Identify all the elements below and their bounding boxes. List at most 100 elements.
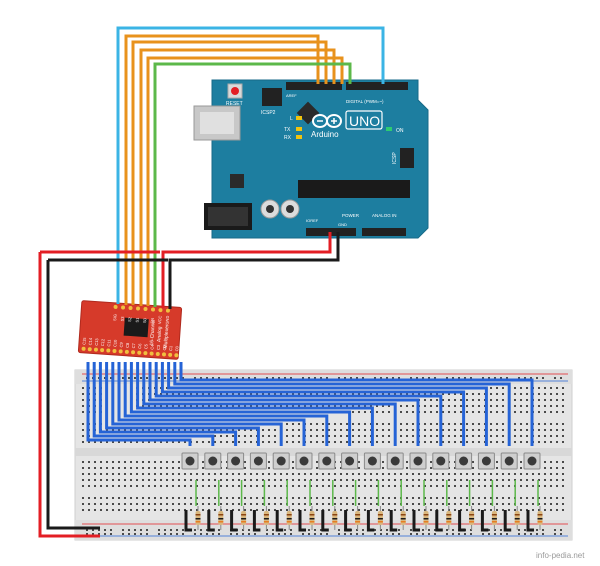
breadboard-hole [520, 461, 522, 463]
wire-s0 [146, 56, 344, 306]
breadboard-hole [178, 467, 180, 469]
digital-header-1 [286, 82, 342, 90]
wire-button-ground [344, 510, 352, 532]
mux-bottom-pin [149, 351, 154, 356]
breadboard-hole [298, 473, 300, 475]
breadboard-hole [442, 393, 444, 395]
breadboard-hole [194, 377, 196, 379]
breadboard-hole [556, 461, 558, 463]
breadboard-hole [412, 411, 414, 413]
breadboard-hole [508, 473, 510, 475]
breadboard-hole [314, 377, 316, 379]
breadboard-hole [340, 393, 342, 395]
breadboard-hole [490, 429, 492, 431]
breadboard-hole [544, 473, 546, 475]
breadboard-hole [412, 503, 414, 505]
breadboard-hole [82, 485, 84, 487]
breadboard-hole [556, 467, 558, 469]
breadboard-hole [430, 441, 432, 443]
breadboard-hole [464, 377, 466, 379]
breadboard-hole [436, 441, 438, 443]
breadboard-hole [556, 387, 558, 389]
breadboard-hole [382, 411, 384, 413]
breadboard-hole [82, 441, 84, 443]
breadboard-hole [448, 435, 450, 437]
breadboard-hole [190, 405, 192, 407]
breadboard-hole [130, 479, 132, 481]
breadboard-hole [550, 441, 552, 443]
breadboard-hole [82, 479, 84, 481]
breadboard-hole [538, 503, 540, 505]
breadboard-hole [226, 461, 228, 463]
breadboard-hole [496, 411, 498, 413]
breadboard-hole [280, 473, 282, 475]
breadboard-hole [136, 509, 138, 511]
breadboard-hole [448, 411, 450, 413]
breadboard-hole [496, 485, 498, 487]
wire-button-ground [366, 510, 375, 532]
breadboard-hole [514, 423, 516, 425]
breadboard-hole [304, 497, 306, 499]
breadboard-hole [466, 399, 468, 401]
breadboard-hole [302, 377, 304, 379]
breadboard-hole [448, 497, 450, 499]
breadboard-hole [380, 533, 382, 535]
breadboard-hole [448, 423, 450, 425]
breadboard-hole [502, 399, 504, 401]
breadboard-hole [238, 405, 240, 407]
breadboard-hole [136, 429, 138, 431]
breadboard-hole [502, 393, 504, 395]
breadboard-hole [418, 485, 420, 487]
breadboard-hole [358, 467, 360, 469]
breadboard-hole [230, 377, 232, 379]
breadboard-hole [364, 411, 366, 413]
breadboard-hole [460, 429, 462, 431]
breadboard-hole [328, 485, 330, 487]
breadboard-hole [202, 473, 204, 475]
breadboard-hole [262, 503, 264, 505]
breadboard-hole [214, 435, 216, 437]
mux-bottom-pin-label: C13 [94, 337, 100, 345]
breadboard-hole [514, 473, 516, 475]
breadboard-hole [562, 387, 564, 389]
breadboard-hole [502, 429, 504, 431]
breadboard-hole [400, 393, 402, 395]
breadboard-hole [256, 393, 258, 395]
breadboard-hole [448, 399, 450, 401]
breadboard-hole [376, 429, 378, 431]
breadboard-hole [158, 533, 160, 535]
breadboard-hole [298, 503, 300, 505]
breadboard-hole [166, 387, 168, 389]
breadboard-hole [454, 461, 456, 463]
breadboard-hole [92, 529, 94, 531]
breadboard-hole [488, 533, 490, 535]
breadboard-hole [422, 529, 424, 531]
breadboard-hole [470, 377, 472, 379]
mux-bottom-pin [124, 349, 129, 354]
wire-button-ground [321, 510, 329, 532]
breadboard-hole [412, 405, 414, 407]
breadboard-hole [460, 497, 462, 499]
breadboard-hole [494, 529, 496, 531]
breadboard-hole [334, 435, 336, 437]
breadboard-hole [562, 423, 564, 425]
breadboard-hole [526, 411, 528, 413]
breadboard-hole [338, 533, 340, 535]
breadboard-hole [208, 441, 210, 443]
breadboard-hole [88, 473, 90, 475]
breadboard-hole [238, 473, 240, 475]
breadboard-hole [424, 441, 426, 443]
breadboard-hole [454, 435, 456, 437]
reset-button-cap [231, 87, 239, 95]
breadboard-hole [526, 503, 528, 505]
breadboard-hole [412, 473, 414, 475]
breadboard-hole [340, 441, 342, 443]
breadboard-hole [122, 533, 124, 535]
breadboard-hole [172, 441, 174, 443]
breadboard-hole [446, 377, 448, 379]
breadboard-hole [460, 503, 462, 505]
led-rx [296, 135, 302, 139]
breadboard-hole [406, 435, 408, 437]
wire-channel [92, 362, 215, 446]
breadboard-hole [538, 405, 540, 407]
